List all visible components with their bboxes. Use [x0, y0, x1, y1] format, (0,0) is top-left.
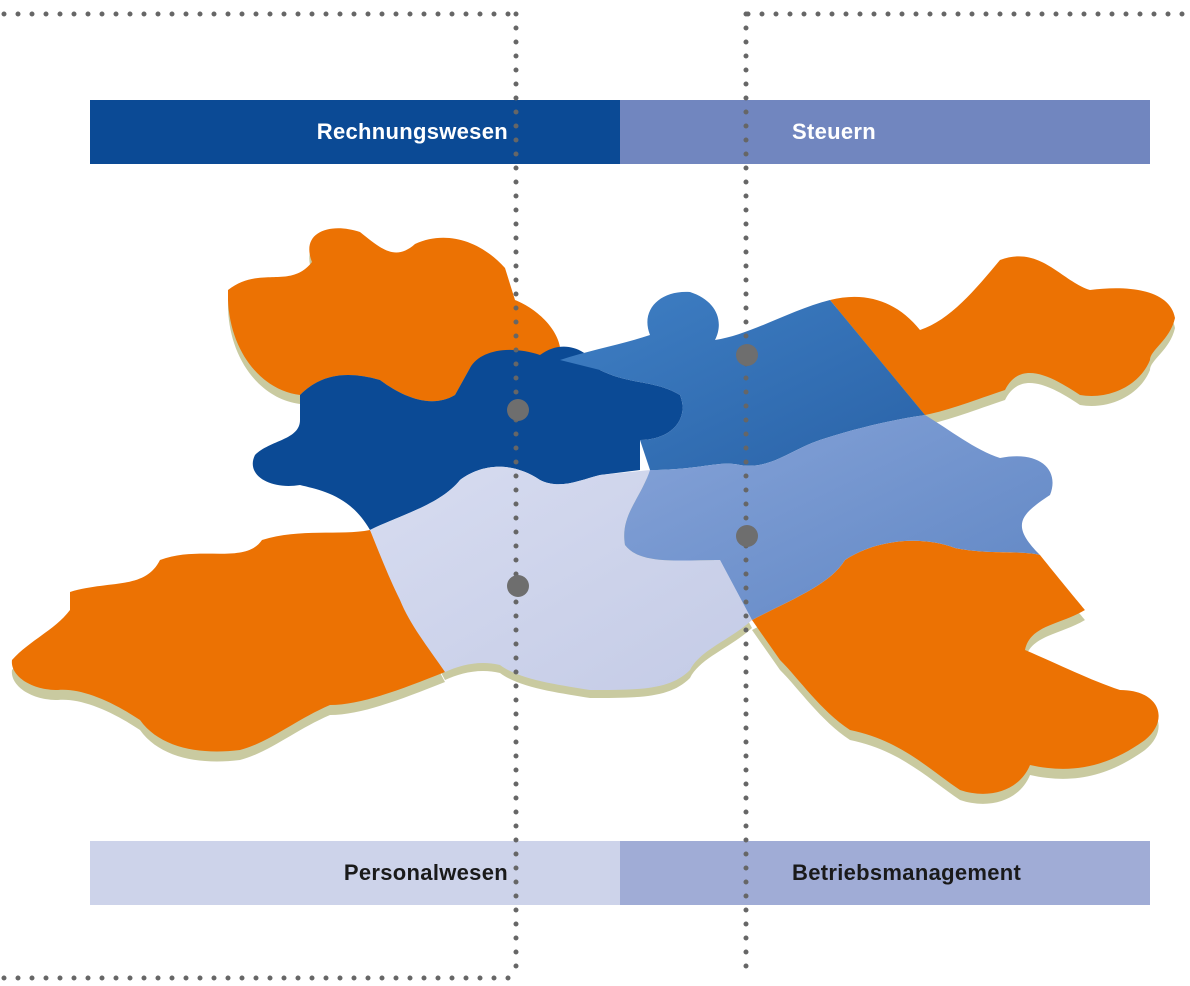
dotted-guides — [1, 11, 1189, 981]
puzzle-piece-light-blue — [370, 466, 752, 690]
label-band-personalwesen: Personalwesen — [90, 841, 620, 905]
connector-dots — [507, 344, 758, 597]
label-rechnungswesen: Rechnungswesen — [316, 119, 508, 144]
orange-pieces — [11, 228, 1175, 794]
label-band-rechnungswesen: Rechnungswesen — [90, 100, 620, 164]
label-betriebsmanagement: Betriebsmanagement — [792, 860, 1022, 885]
dot-steuern — [736, 344, 758, 366]
label-band-betriebsmanagement: Betriebsmanagement — [620, 841, 1150, 905]
label-personalwesen: Personalwesen — [343, 860, 508, 885]
puzzle-piece-dark-blue — [252, 346, 683, 530]
blue-pieces — [252, 291, 1053, 690]
puzzle-piece-orange-top-left — [228, 228, 561, 402]
dot-rechnungswesen — [507, 399, 529, 421]
label-steuern: Steuern — [792, 119, 877, 144]
dot-personalwesen — [507, 575, 529, 597]
puzzle-piece-orange-top-right — [830, 256, 1175, 415]
dot-betriebsmanagement — [736, 525, 758, 547]
puzzle-piece-orange-bottom-right — [752, 540, 1159, 794]
puzzle-piece-pale-blue — [624, 415, 1053, 620]
puzzle-piece-orange-bottom-left — [11, 530, 445, 752]
label-band-steuern: Steuern — [620, 100, 1150, 164]
puzzle-piece-mid-blue — [560, 291, 925, 470]
